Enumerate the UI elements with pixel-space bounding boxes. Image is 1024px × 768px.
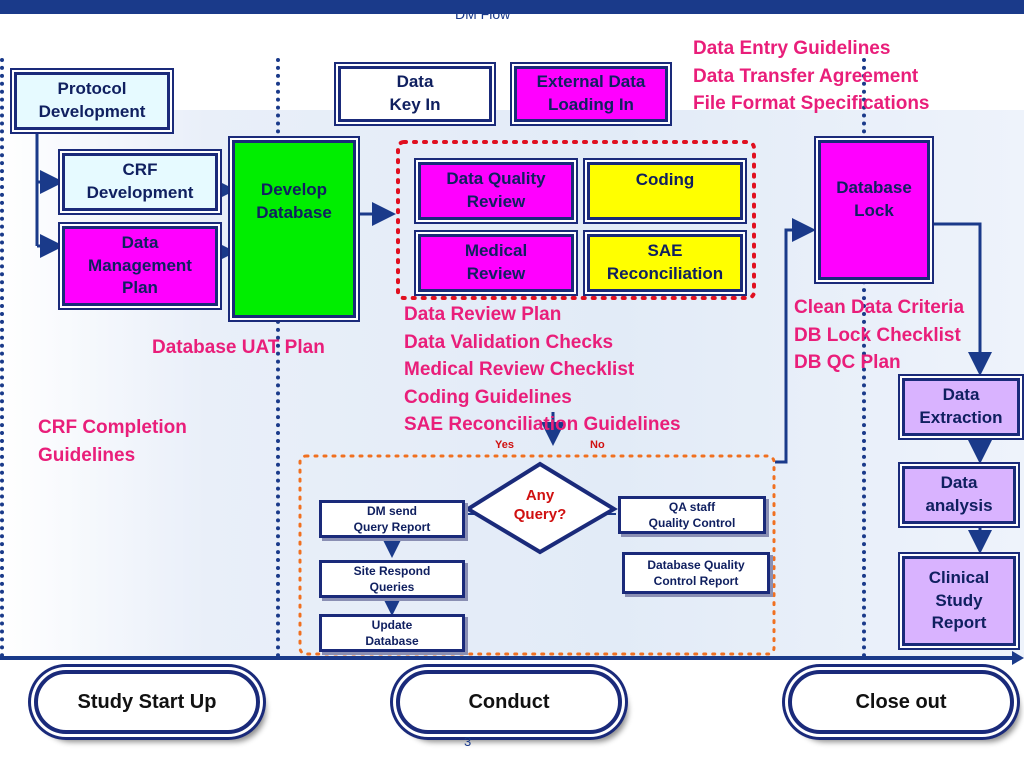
no-label: No <box>590 439 605 451</box>
data-analysis-box: Data analysis <box>902 466 1016 524</box>
phase-conduct: Conduct <box>396 670 622 734</box>
sae-reconciliation-box: SAE Reconciliation <box>587 234 743 292</box>
left-phase-divider <box>0 58 4 658</box>
startup-conduct-divider <box>276 58 280 658</box>
clean-data-criteria-note: Clean Data Criteria DB Lock Checklist DB… <box>794 297 965 373</box>
page-number: 3 <box>464 734 472 749</box>
yes-label: Yes <box>495 439 514 451</box>
medical-review-box: Medical Review <box>418 234 574 292</box>
database-uat-plan-note: Database UAT Plan <box>152 337 325 358</box>
data-quality-review-box: Data Quality Review <box>418 162 574 220</box>
conduct-closeout-divider <box>862 58 866 658</box>
crf-completion-guidelines-note: CRF Completion Guidelines <box>38 417 187 466</box>
data-key-in-box: Data Key In <box>338 66 492 122</box>
data-extraction-box: Data Extraction <box>902 378 1020 436</box>
top-header-band <box>0 0 1024 14</box>
qa-staff-quality-control-box: QA staff Quality Control <box>618 496 766 534</box>
update-database-box: Update Database <box>319 614 465 652</box>
external-data-loading-box: External Data Loading In <box>514 66 668 122</box>
coding-box: Coding <box>587 162 743 220</box>
any-query-decision: Any Query? <box>513 487 567 523</box>
dm-send-query-report-box: DM send Query Report <box>319 500 465 538</box>
data-management-plan-box: Data Management Plan <box>62 226 218 306</box>
data-review-plan-note: Data Review Plan Data Validation Checks … <box>404 304 681 435</box>
phase-close-out: Close out <box>788 670 1014 734</box>
crf-development-box: CRF Development <box>62 153 218 211</box>
clinical-study-report-box: Clinical Study Report <box>902 556 1016 646</box>
data-entry-guidelines-note: Data Entry Guidelines Data Transfer Agre… <box>693 38 930 114</box>
phase-study-start-up: Study Start Up <box>34 670 260 734</box>
develop-database-box: Develop Database <box>232 140 356 318</box>
site-respond-queries-box: Site Respond Queries <box>319 560 465 598</box>
database-quality-control-report-box: Database Quality Control Report <box>622 552 770 594</box>
page-title: DM Flow <box>455 6 511 22</box>
database-lock-box: Database Lock <box>818 140 930 280</box>
protocol-development-box: Protocol Development <box>14 72 170 130</box>
